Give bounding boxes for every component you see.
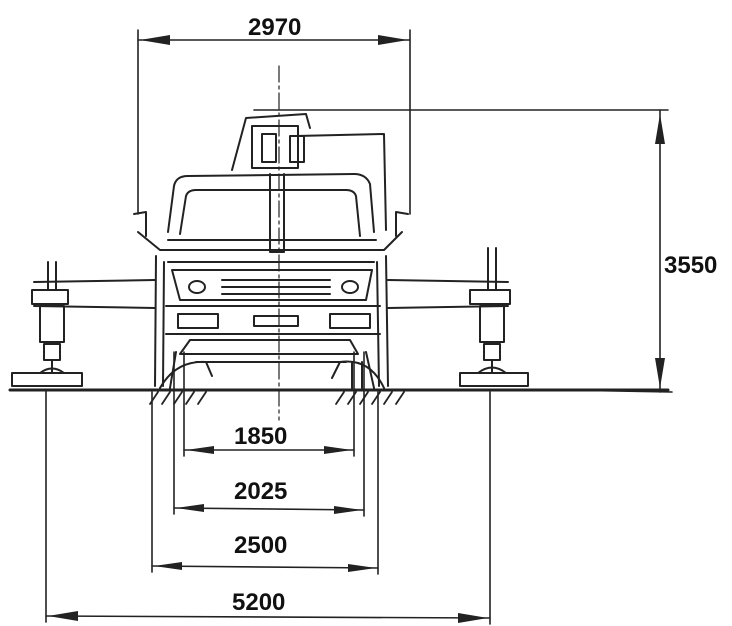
dimension-label-outrigger-span: 5200 xyxy=(232,589,286,616)
dimension-arrowheads xyxy=(48,35,665,623)
right-outrigger xyxy=(388,248,528,386)
cab-body xyxy=(134,174,408,388)
dimension-lines xyxy=(46,30,672,624)
left-outrigger xyxy=(12,262,155,386)
ground-hatching xyxy=(150,392,404,404)
dimension-label-crane-width: 2970 xyxy=(248,14,302,41)
crane-boom xyxy=(232,114,386,252)
dimension-label-crane-height: 3550 xyxy=(664,252,718,279)
dimension-label-track-2025: 2025 xyxy=(234,478,288,505)
dimension-label-track-2500: 2500 xyxy=(234,532,288,559)
dimension-label-track-1850: 1850 xyxy=(234,423,288,450)
